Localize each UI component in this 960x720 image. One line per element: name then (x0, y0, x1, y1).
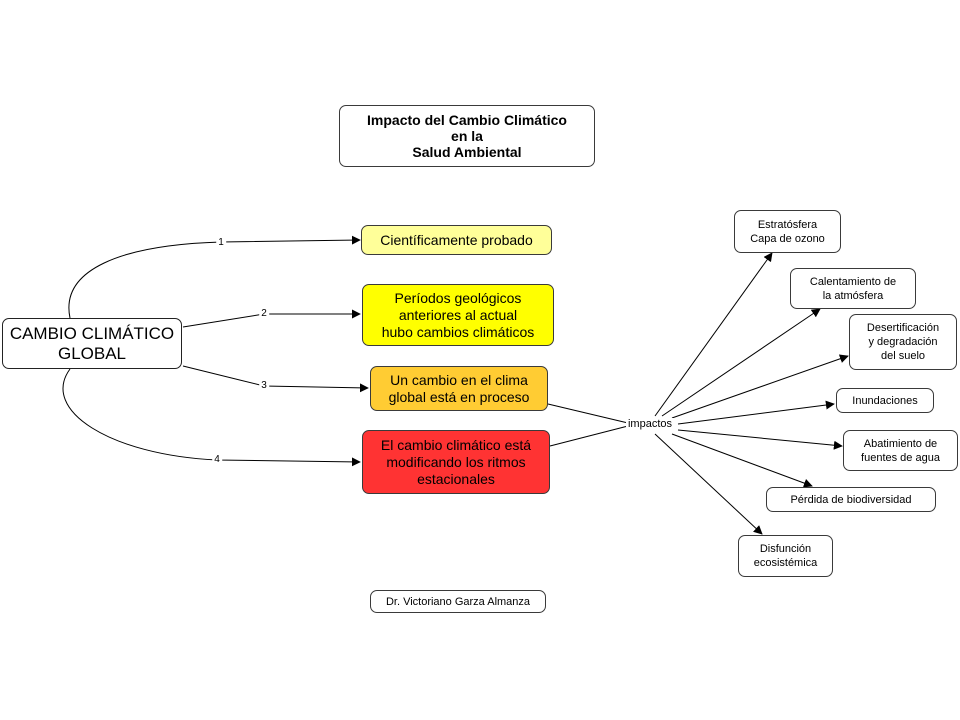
link-hub-to-impact-1 (654, 252, 773, 417)
link-label-3: 3 (259, 380, 269, 392)
link-hub-to-impact-7 (654, 433, 763, 535)
impacts-hub-label: impactos (625, 418, 675, 430)
link-central-to-branch-4 (62, 368, 361, 467)
branch-node-seasonal-rhythms: El cambio climático está modificando los… (362, 430, 550, 494)
impact-node-floods: Inundaciones (836, 388, 934, 413)
branch-node-scientifically-proven: Científicamente probado (361, 225, 552, 255)
link-hub-to-impact-4 (677, 400, 835, 425)
impact-node-water-sources: Abatimiento de fuentes de agua (843, 430, 958, 471)
link-hub-to-impact-2 (661, 308, 821, 417)
link-label-1: 1 (216, 237, 226, 249)
link-branch-3-to-hub (547, 403, 629, 424)
impact-node-ozone: Estratósfera Capa de ozono (734, 210, 841, 253)
central-concept-node: CAMBIO CLIMÁTICO GLOBAL (2, 318, 182, 369)
link-central-to-branch-1 (68, 235, 361, 319)
link-hub-to-impact-5 (677, 429, 843, 450)
impact-node-desertification: Desertificación y degradación del suelo (849, 314, 957, 370)
impact-node-atmosphere-warming: Calentamiento de la atmósfera (790, 268, 916, 309)
link-branch-4-to-hub (549, 425, 629, 447)
diagram-title: Impacto del Cambio Climático en la Salud… (339, 105, 595, 167)
impact-node-biodiversity-loss: Pérdida de biodiversidad (766, 487, 936, 512)
link-label-2: 2 (259, 308, 269, 320)
branch-node-change-in-process: Un cambio en el clima global está en pro… (370, 366, 548, 411)
link-central-to-branch-2 (182, 309, 361, 328)
impact-node-ecosystem-dysfunction: Disfunción ecosistémica (738, 535, 833, 577)
author-credit: Dr. Victoriano Garza Almanza (370, 590, 546, 613)
link-hub-to-impact-3 (671, 354, 849, 419)
link-label-4: 4 (212, 454, 222, 466)
branch-node-geological-periods: Períodos geológicos anteriores al actual… (362, 284, 554, 346)
link-central-to-branch-3 (182, 365, 369, 393)
link-hub-to-impact-6 (671, 433, 813, 488)
